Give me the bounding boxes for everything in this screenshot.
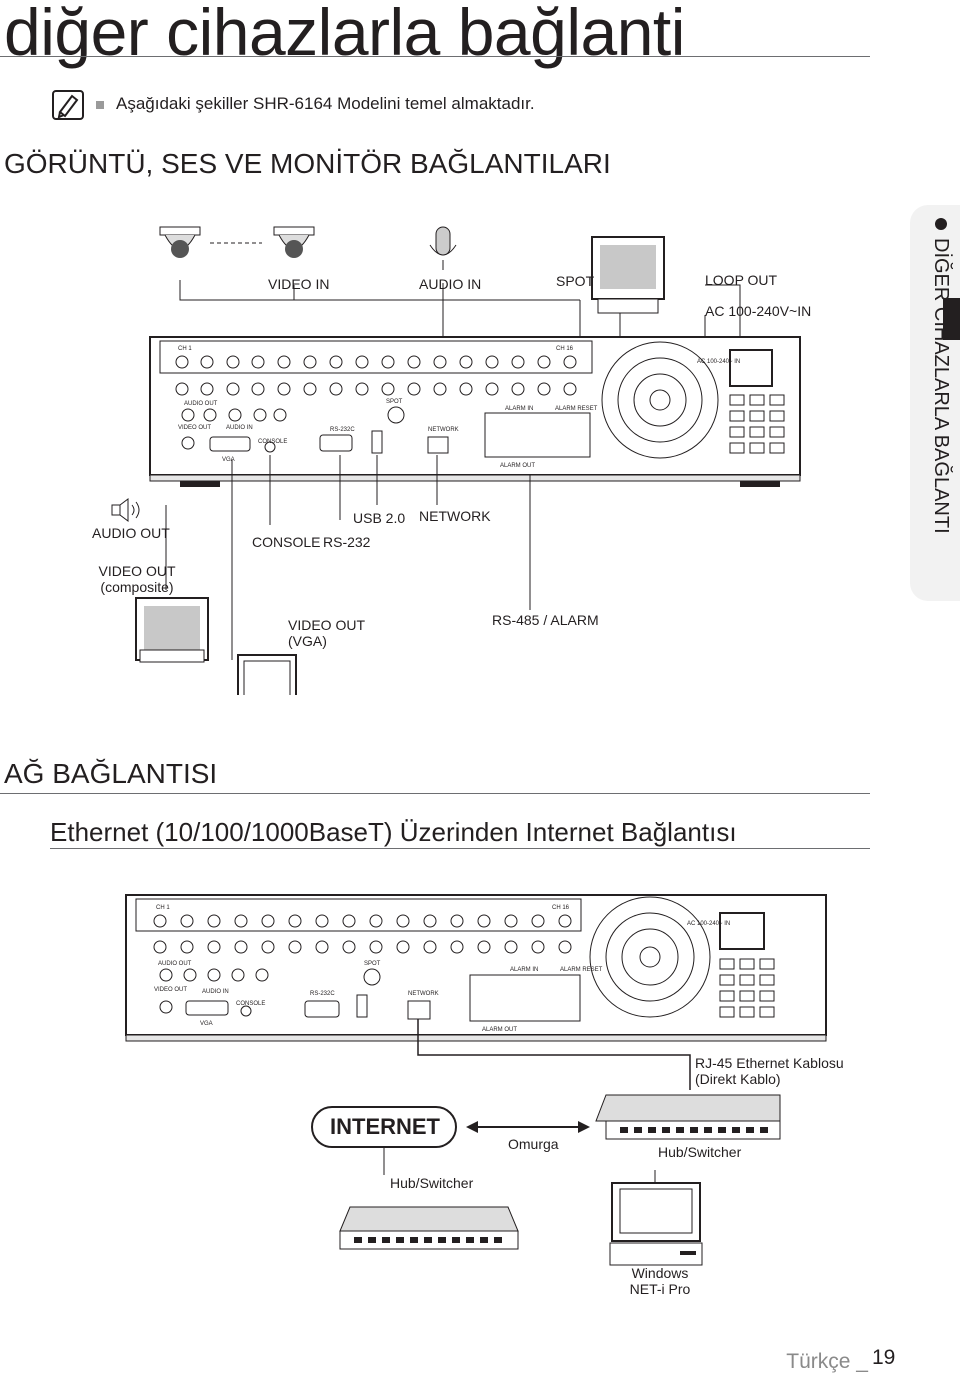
dvr-alarm-out-label: ALARM OUT — [500, 463, 535, 469]
label-video-out-composite-line2: (composite) — [100, 579, 174, 595]
label-pc-line2: NET-i Pro — [629, 1281, 691, 1297]
dvr-ac-label: AC 100-240~ IN — [687, 921, 730, 927]
dvr-console-label: CONSOLE — [236, 1001, 265, 1007]
monitor-icon — [591, 236, 665, 314]
vga-monitor-icon — [237, 654, 297, 695]
hub-switch-icon — [339, 1206, 519, 1250]
dvr-rear-panel — [125, 894, 827, 1036]
side-tab — [910, 205, 960, 601]
dvr-network-label: NETWORK — [428, 427, 459, 433]
label-audio-in: AUDIO IN — [419, 276, 482, 292]
dome-camera-icon — [273, 226, 315, 258]
dvr-spot-label: SPOT — [364, 961, 381, 967]
side-tab-label: DİĞER CIHAZLARLA BAĞLANTI — [916, 218, 952, 598]
dvr-audio-in-label: AUDIO IN — [202, 989, 229, 995]
label-hub-left: Hub/Switcher — [390, 1175, 474, 1191]
note-text: Aşağıdaki şekiller SHR-6164 Modelini tem… — [116, 94, 535, 113]
label-spot: SPOT — [556, 273, 595, 289]
label-video-out-composite-line1: VIDEO OUT — [98, 563, 176, 579]
label-video-out-vga: VIDEO OUT (VGA) — [288, 617, 365, 649]
page-title: diğer cihazlarla bağlanti — [4, 0, 685, 69]
label-rs485-alarm: RS-485 / ALARM — [492, 612, 599, 628]
page-number: 19 — [872, 1346, 896, 1369]
note-bullet — [96, 101, 104, 109]
label-pc: Windows NET-i Pro — [622, 1265, 698, 1297]
label-cable-line2: (Direkt Kablo) — [695, 1071, 781, 1087]
label-backbone: Omurga — [508, 1136, 559, 1152]
label-hub-right: Hub/Switcher — [658, 1144, 742, 1160]
section-heading-network: AĞ BAĞLANTISI — [4, 758, 218, 789]
double-arrow-icon — [466, 1121, 590, 1133]
footer-language: Türkçe _ — [786, 1350, 868, 1373]
dvr-audio-out-label: AUDIO OUT — [158, 961, 192, 967]
dvr-audio-in-label: AUDIO IN — [226, 425, 253, 431]
dvr-alarm-in-label: ALARM IN — [510, 967, 538, 973]
dvr-ch-label: CH 1 — [156, 905, 170, 911]
subsection-divider — [50, 848, 870, 849]
dvr-ch-label: CH 1 — [178, 346, 192, 352]
label-audio-out: AUDIO OUT — [92, 525, 170, 541]
dvr-rs232c-label: RS-232C — [330, 427, 355, 433]
dvr-console-label: CONSOLE — [258, 439, 287, 445]
dvr-rs232c-label: RS-232C — [310, 991, 335, 997]
label-internet: INTERNET — [330, 1114, 440, 1139]
monitor-icon — [135, 597, 209, 663]
label-loop-out: LOOP OUT — [705, 272, 778, 288]
dvr-alarm-reset-label: ALARM RESET — [560, 967, 603, 973]
hub-switch-icon — [595, 1094, 781, 1140]
label-cable-line1: RJ-45 Ethernet Kablosu — [695, 1055, 844, 1071]
label-cable: RJ-45 Ethernet Kablosu (Direkt Kablo) — [695, 1055, 844, 1087]
label-pc-line1: Windows — [631, 1265, 689, 1281]
section-heading-av: GÖRÜNTÜ, SES VE MONİTÖR BAĞLANTILARI — [4, 148, 611, 179]
dvr-vga-label: VGA — [222, 457, 235, 463]
label-console: CONSOLE — [252, 534, 321, 550]
section-divider — [0, 793, 870, 794]
dvr-spot-label: SPOT — [386, 399, 403, 405]
label-video-out-composite: VIDEO OUT (composite) — [96, 563, 178, 595]
section-subheading: Ethernet (10/100/1000BaseT) Üzerinden In… — [50, 817, 737, 847]
label-rs232: RS-232 — [323, 534, 371, 550]
dvr-alarm-reset-label: ALARM RESET — [555, 406, 598, 412]
label-video-out-vga-line1: VIDEO OUT — [288, 617, 366, 633]
label-network: NETWORK — [419, 508, 491, 524]
dvr-video-out-label: VIDEO OUT — [154, 987, 187, 993]
dvr-rear-panel — [149, 336, 801, 487]
label-usb: USB 2.0 — [353, 510, 406, 526]
label-video-in: VIDEO IN — [268, 276, 330, 292]
speaker-icon — [111, 498, 140, 522]
av-connection-diagram: CH 1 CH 16 AUDIO OUT VIDEO OUT AUDIO IN … — [111, 226, 801, 695]
dvr-audio-out-label: AUDIO OUT — [184, 401, 218, 407]
dvr-ch-label: CH 16 — [556, 346, 574, 352]
dvr-alarm-in-label: ALARM IN — [505, 406, 533, 412]
network-connection-diagram: CH 1 CH 16 AUDIO OUT VIDEO OUT AUDIO IN … — [125, 894, 827, 1266]
dvr-alarm-out-label: ALARM OUT — [482, 1027, 517, 1033]
side-tab-dot — [935, 218, 947, 230]
label-ac-in: AC 100-240V~IN — [705, 303, 812, 319]
dvr-ac-label: AC 100-240~ IN — [697, 359, 740, 365]
side-tab-text: DİĞER CIHAZLARLA BAĞLANTI — [930, 238, 952, 534]
microphone-icon — [429, 226, 457, 270]
label-video-out-vga-line2: (VGA) — [288, 633, 327, 649]
dvr-network-label: NETWORK — [408, 991, 439, 997]
dvr-vga-label: VGA — [200, 1021, 213, 1027]
note-icon — [52, 90, 84, 120]
dvr-ch-label: CH 16 — [552, 905, 570, 911]
pc-icon — [609, 1182, 703, 1266]
dome-camera-icon — [159, 226, 201, 258]
side-tab-marker — [943, 298, 960, 340]
dvr-video-out-label: VIDEO OUT — [178, 425, 211, 431]
title-divider — [0, 56, 870, 57]
